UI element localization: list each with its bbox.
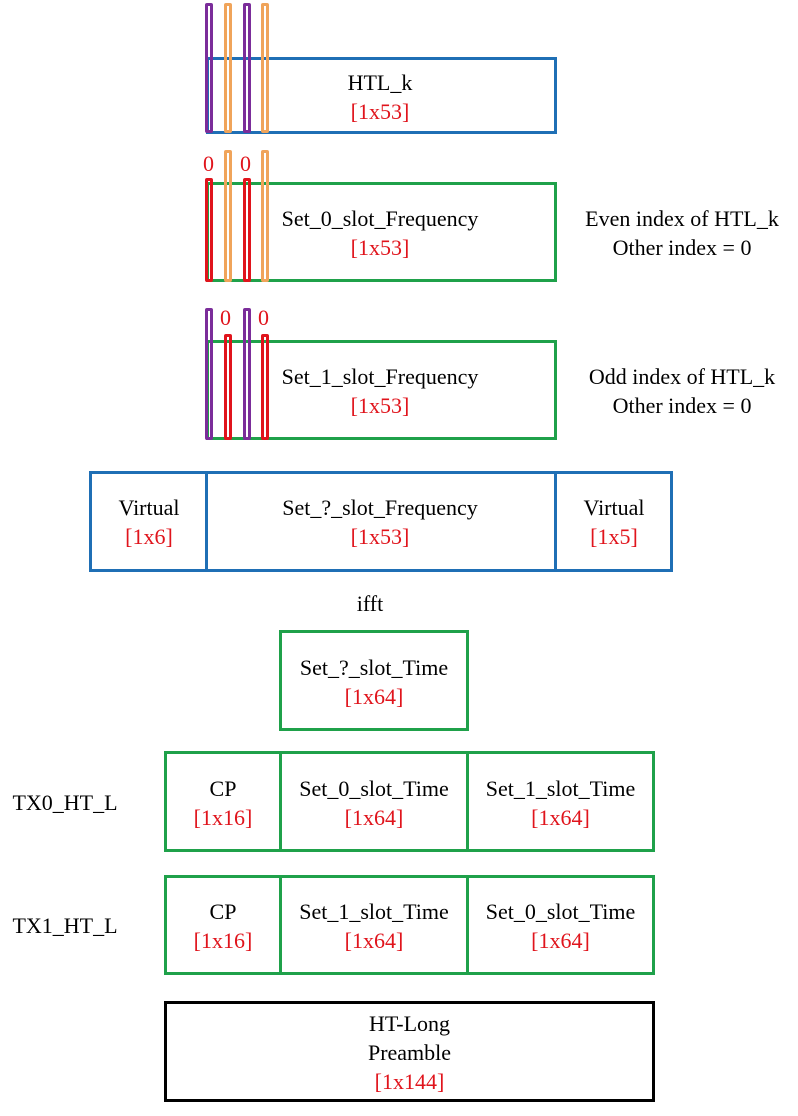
set1-bar-3	[243, 308, 251, 440]
set1-bar-1	[205, 308, 213, 440]
setq-time-size: [1x64]	[344, 684, 404, 709]
tx1-name: TX1_HT_L	[12, 913, 118, 938]
set0-bar-4	[261, 150, 269, 282]
tx1-second-label: Set_0_slot_Time	[485, 899, 636, 924]
tx0-divider-2	[466, 751, 469, 852]
set0-zero-1: 0	[203, 151, 214, 176]
preamble-size: [1x144]	[374, 1069, 445, 1094]
tx1-cp-label: CP	[209, 899, 237, 924]
tx0-first-size: [1x64]	[344, 805, 404, 830]
tx0-row-box	[164, 751, 655, 852]
setq-time-box	[279, 630, 469, 731]
tx0-first-label: Set_0_slot_Time	[299, 776, 449, 801]
tx1-row-box	[164, 875, 655, 975]
tx1-second-size: [1x64]	[531, 928, 590, 953]
setq-time-label: Set_?_slot_Time	[299, 655, 449, 680]
tx0-second-size: [1x64]	[531, 805, 590, 830]
tx1-divider-2	[466, 875, 469, 975]
tx1-first-label: Set_1_slot_Time	[299, 899, 449, 924]
setq-frequency-size: [1x53]	[350, 524, 410, 549]
preamble-line1: HT-Long	[368, 1011, 451, 1036]
virtual-left-size: [1x6]	[125, 524, 173, 549]
htl-k-label: HTL_k	[347, 70, 413, 95]
ifft-label: ifft	[356, 591, 384, 616]
set1-bar-2	[224, 334, 232, 440]
preamble-line2: Preamble	[367, 1040, 452, 1065]
set1-frequency-label: Set_1_slot_Frequency	[281, 364, 479, 389]
htl-k-bar-2	[224, 3, 232, 133]
virtual-left-divider	[205, 471, 208, 572]
virtual-left-label: Virtual	[118, 495, 180, 520]
set1-zero-1: 0	[220, 305, 231, 330]
tx1-divider-1	[279, 875, 282, 975]
preamble-box	[164, 1001, 655, 1102]
set0-note-line1: Even index of HTL_k	[585, 206, 779, 231]
set1-bar-4	[261, 334, 269, 440]
set0-frequency-size: [1x53]	[350, 235, 410, 260]
set0-note-line2: Other index = 0	[612, 235, 752, 260]
tx0-cp-label: CP	[209, 776, 237, 801]
htl-k-bar-4	[261, 3, 269, 133]
set1-frequency-size: [1x53]	[350, 393, 410, 418]
set0-bar-2	[224, 150, 232, 282]
set0-frequency-label: Set_0_slot_Frequency	[281, 206, 479, 231]
virtual-right-size: [1x5]	[590, 524, 638, 549]
set1-note-line2: Other index = 0	[612, 393, 752, 418]
tx0-second-label: Set_1_slot_Time	[485, 776, 636, 801]
tx0-name: TX0_HT_L	[12, 790, 118, 815]
setq-frequency-label: Set_?_slot_Frequency	[282, 495, 478, 520]
htl-k-bar-1	[205, 3, 213, 133]
htl-k-size: [1x53]	[350, 99, 410, 124]
tx1-first-size: [1x64]	[344, 928, 404, 953]
htl-k-bar-3	[243, 3, 251, 133]
set0-bar-1	[205, 178, 213, 282]
virtual-right-label: Virtual	[583, 495, 645, 520]
frequency-row-box	[89, 471, 673, 572]
virtual-right-divider	[554, 471, 557, 572]
tx0-divider-1	[279, 751, 282, 852]
tx1-cp-size: [1x16]	[193, 928, 253, 953]
set0-bar-3	[243, 178, 251, 282]
set1-note-line1: Odd index of HTL_k	[588, 364, 776, 389]
tx0-cp-size: [1x16]	[193, 805, 253, 830]
set1-zero-2: 0	[258, 305, 269, 330]
set0-zero-2: 0	[240, 151, 251, 176]
